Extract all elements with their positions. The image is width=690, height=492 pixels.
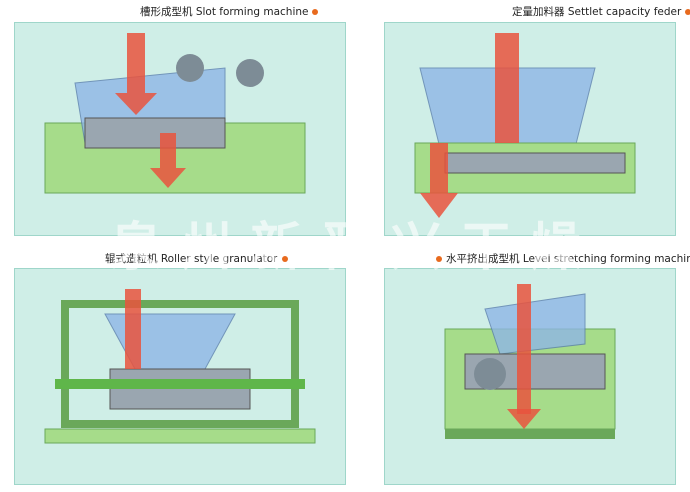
caption-screw: 定量加料器 Settlet capacity feder	[512, 3, 690, 21]
caption-slot-text: 槽形成型机 Slot forming machine	[140, 6, 309, 18]
illustration-slot-forming	[44, 33, 306, 194]
watermark-text: 泉州新晋兴干燥	[110, 218, 601, 278]
panel-level-stretching	[384, 268, 676, 485]
caption-roller: 辊式造粒机 Roller style granulator	[105, 250, 292, 268]
caption-slot: 槽形成型机 Slot forming machine	[140, 3, 322, 21]
bullet-dot	[312, 9, 319, 15]
panel-slot-forming	[14, 22, 346, 236]
panel-roller-granulator	[14, 268, 346, 485]
bullet-dot	[436, 256, 442, 262]
bullet-dot	[685, 9, 690, 15]
panel-capacity-feeder	[384, 22, 676, 236]
illustration-level-stretching	[444, 284, 616, 439]
bullet-dot	[281, 256, 288, 262]
caption-level-text: 水平挤出成型机 Level stretching forming machine	[446, 253, 690, 265]
caption-level: 水平挤出成型机 Level stretching forming machine	[432, 250, 690, 268]
illustration-roller-granulator	[44, 289, 316, 444]
caption-roller-text: 辊式造粒机 Roller style granulator	[105, 253, 278, 265]
caption-screw-text: 定量加料器 Settlet capacity feder	[512, 6, 682, 18]
illustration-capacity-feeder	[414, 33, 636, 218]
